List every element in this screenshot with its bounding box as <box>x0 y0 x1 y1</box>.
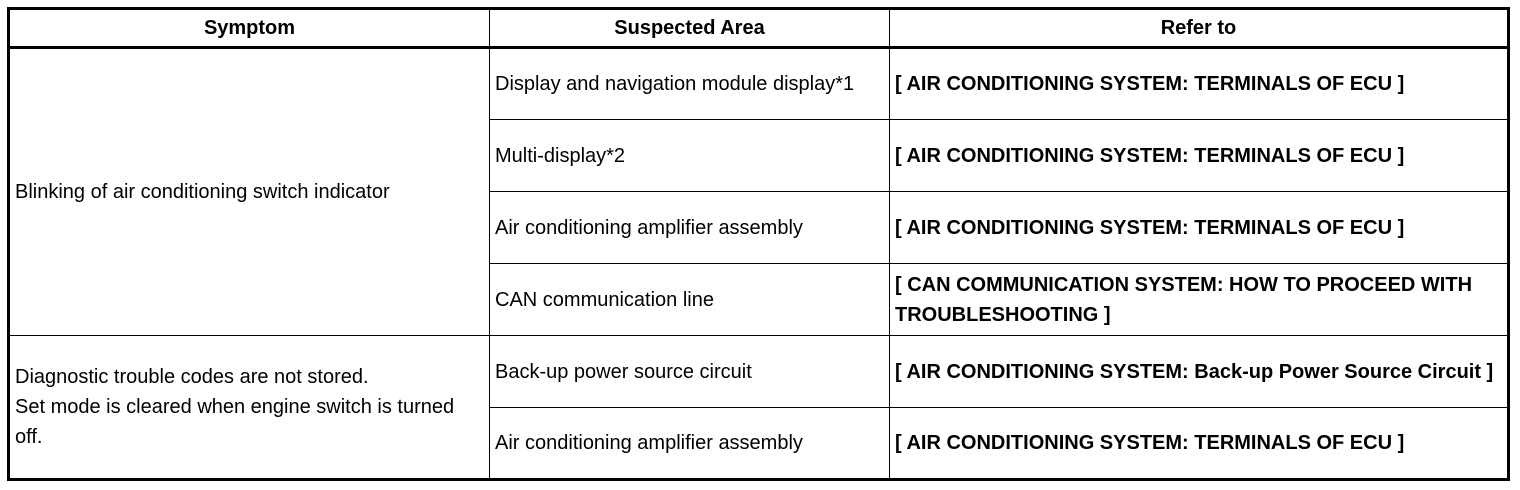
suspected-area-cell: CAN communication line <box>489 263 890 336</box>
table-header-row: Symptom Suspected Area Refer to <box>8 8 1509 49</box>
refer-to-link[interactable]: [ AIR CONDITIONING SYSTEM: TERMINALS OF … <box>889 119 1509 192</box>
table-row: Air conditioning amplifier assembly [ AI… <box>9 191 1509 264</box>
suspected-area-cell: Display and navigation module display*1 <box>489 47 890 120</box>
symptom-cell: Blinking of air conditioning switch indi… <box>8 47 490 336</box>
refer-to-link[interactable]: [ AIR CONDITIONING SYSTEM: TERMINALS OF … <box>889 191 1509 264</box>
suspected-area-cell: Air conditioning amplifier assembly <box>489 191 890 264</box>
table-row: CAN communication line [ CAN COMMUNICATI… <box>9 263 1509 336</box>
suspected-area-cell: Air conditioning amplifier assembly <box>489 407 890 480</box>
symptom-line: Diagnostic trouble codes are not stored. <box>15 366 369 388</box>
table-row: Air conditioning amplifier assembly [ AI… <box>9 407 1509 480</box>
suspected-area-cell: Back-up power source circuit <box>489 335 890 408</box>
refer-to-column-header: Refer to <box>889 8 1509 49</box>
suspected-area-cell: Multi-display*2 <box>489 119 890 192</box>
symptom-cell: Diagnostic trouble codes are not stored.… <box>8 335 490 480</box>
table-row: Multi-display*2 [ AIR CONDITIONING SYSTE… <box>9 119 1509 192</box>
suspected-area-column-header: Suspected Area <box>489 8 890 49</box>
refer-to-link[interactable]: [ AIR CONDITIONING SYSTEM: Back-up Power… <box>889 335 1509 408</box>
symptom-column-header: Symptom <box>8 8 490 49</box>
refer-to-link[interactable]: [ AIR CONDITIONING SYSTEM: TERMINALS OF … <box>889 47 1509 120</box>
troubleshooting-table: Symptom Suspected Area Refer to Blinking… <box>7 7 1510 481</box>
refer-to-link[interactable]: [ AIR CONDITIONING SYSTEM: TERMINALS OF … <box>889 407 1509 480</box>
table-row: Diagnostic trouble codes are not stored.… <box>8 335 1509 480</box>
refer-to-link[interactable]: [ CAN COMMUNICATION SYSTEM: HOW TO PROCE… <box>889 263 1509 336</box>
table-row: Blinking of air conditioning switch indi… <box>8 47 1509 336</box>
symptom-line: Set mode is cleared when engine switch i… <box>15 396 455 448</box>
